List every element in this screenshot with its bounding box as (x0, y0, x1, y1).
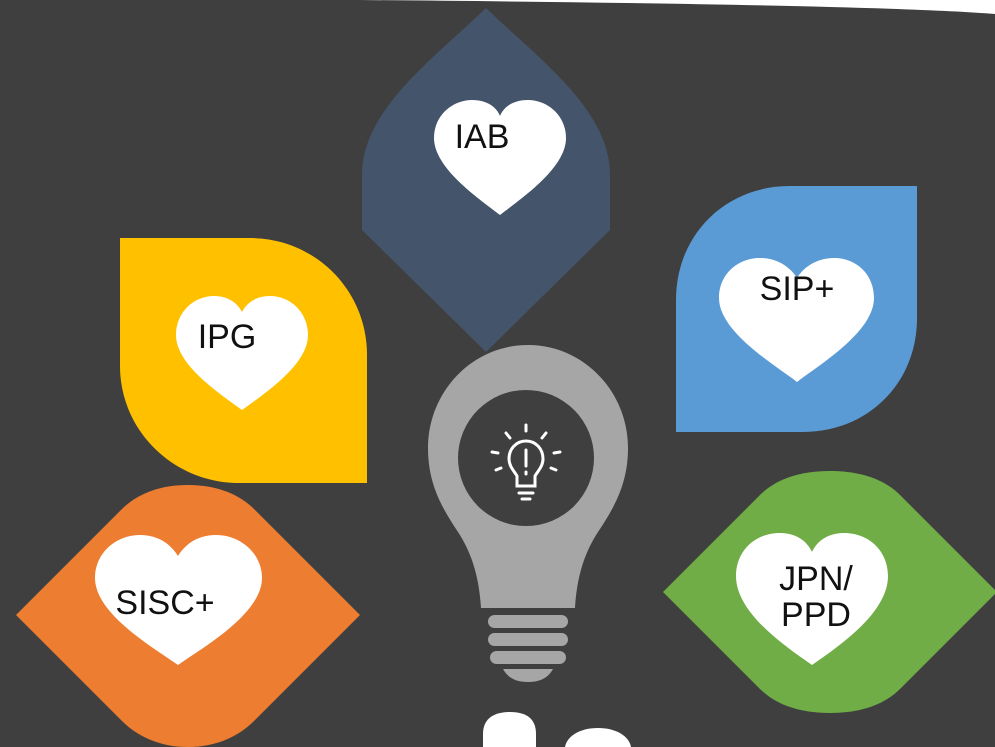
heart-icon (736, 533, 888, 665)
petal-iab: IAB (362, 8, 610, 352)
petal-sip: SIP+ (676, 186, 917, 432)
petal-sip-label: SIP+ (760, 270, 835, 308)
petal-jpn: JPN/ PPD (663, 471, 995, 713)
lightbulb-base-ring-3 (490, 651, 566, 664)
petal-iab-label: IAB (455, 118, 510, 156)
heart-icon (95, 535, 262, 665)
bottom-shape-left (483, 712, 536, 747)
lightbulb-base-ring-2 (488, 633, 568, 646)
lightbulb-idea-icon (490, 423, 562, 501)
lightbulb (428, 345, 628, 682)
heart-icon (719, 258, 874, 382)
petal-jpn-label-line2: PPD (781, 596, 851, 634)
lightbulb-base-ring-1 (488, 615, 568, 628)
petal-jpn-label-line1: JPN/ (779, 560, 853, 598)
bottom-shape-right (565, 728, 631, 747)
lightbulb-base-tip (503, 669, 553, 682)
petal-ipg-label: IPG (198, 318, 257, 356)
petal-ipg: IPG (120, 238, 367, 483)
heart-icon (176, 296, 308, 410)
top-corner-decoration (360, 0, 995, 14)
heart-icon (434, 100, 566, 215)
petal-sisc-label: SISC+ (115, 584, 214, 622)
petal-sisc: SISC+ (16, 485, 360, 747)
